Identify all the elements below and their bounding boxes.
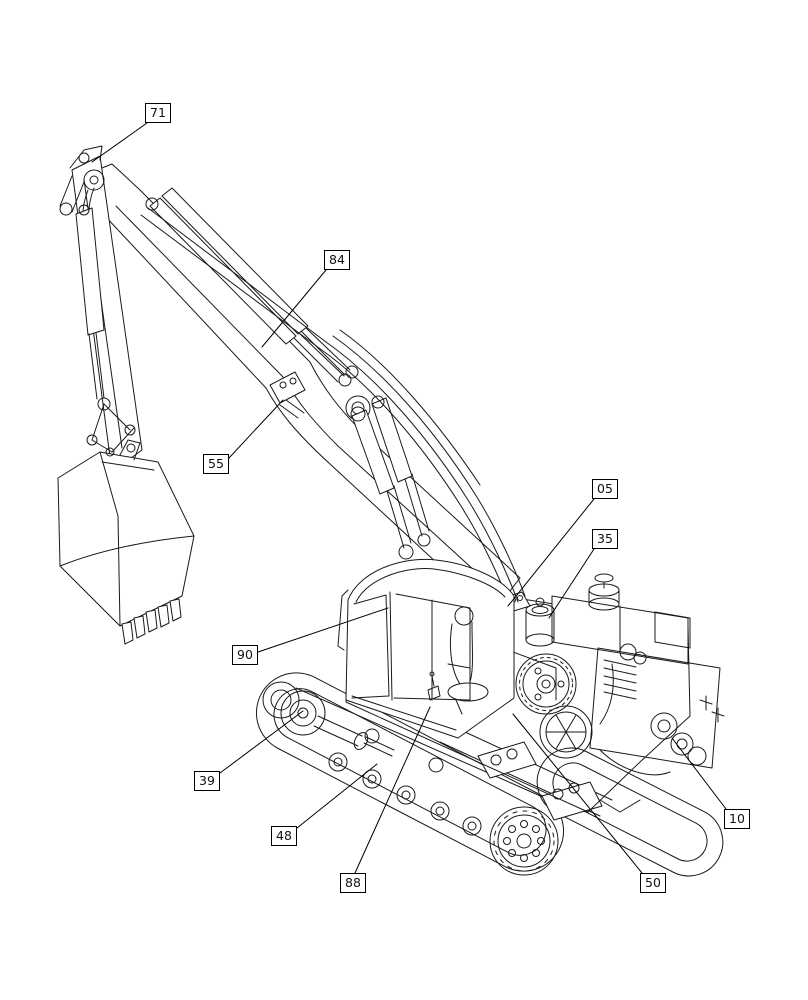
cab bbox=[337, 558, 515, 739]
callout-leader-lines bbox=[91, 122, 727, 874]
callout-35[interactable]: 35 bbox=[592, 529, 618, 549]
callout-84[interactable]: 84 bbox=[324, 250, 350, 270]
under-deck-frame bbox=[439, 725, 641, 821]
near-track bbox=[255, 672, 565, 876]
callout-48[interactable]: 48 bbox=[271, 826, 297, 846]
callout-55[interactable]: 55 bbox=[203, 454, 229, 474]
callout-05[interactable]: 05 bbox=[592, 479, 618, 499]
callout-88[interactable]: 88 bbox=[340, 873, 366, 893]
leader-55 bbox=[228, 399, 284, 459]
callout-50[interactable]: 50 bbox=[640, 873, 666, 893]
callout-90[interactable]: 90 bbox=[232, 645, 258, 665]
leader-39 bbox=[219, 710, 304, 774]
leader-10 bbox=[671, 737, 727, 810]
callout-10[interactable]: 10 bbox=[724, 809, 750, 829]
callout-39[interactable]: 39 bbox=[194, 771, 220, 791]
leader-48 bbox=[296, 763, 378, 829]
leader-05 bbox=[507, 498, 595, 607]
leader-84 bbox=[261, 269, 327, 348]
callout-71[interactable]: 71 bbox=[145, 103, 171, 123]
arm-and-bucket bbox=[57, 145, 195, 645]
leader-35 bbox=[548, 548, 595, 619]
leader-50 bbox=[512, 713, 643, 874]
leader-90 bbox=[257, 607, 389, 653]
leader-71 bbox=[91, 122, 148, 163]
leader-88 bbox=[354, 706, 431, 874]
